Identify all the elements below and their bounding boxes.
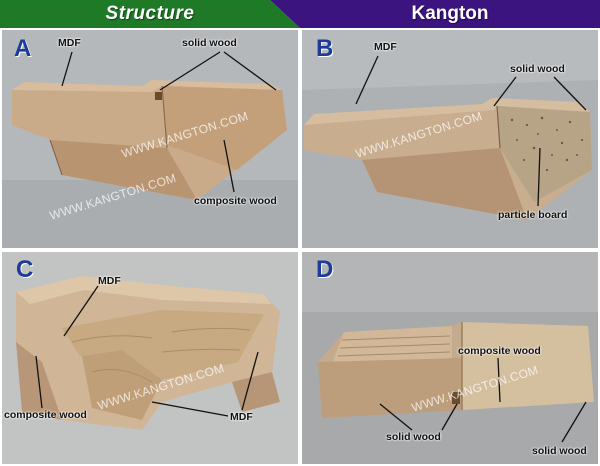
panel-b-leader-lines [355,55,587,207]
panel-c-composite-wood-label: composite wood [4,409,87,421]
panel-b-photo [302,30,598,248]
panel-a-leader-lines [61,51,277,193]
panel-b-mdf-label: MDF [374,41,397,53]
panel-d-solid-wood-right-label: solid wood [532,445,587,457]
panel-a-letter: A [14,35,32,62]
panel-d-leader-lines [379,357,587,443]
kangton-title: Kangton [411,3,489,24]
panel-d: D composite wood solid wood solid wood W… [302,252,598,464]
panel-b-solid-wood-label: solid wood [510,63,565,75]
panel-b-letter: B [316,35,334,62]
panel-c-leader-lines [35,285,259,417]
panel-d-solid-wood-left-label: solid wood [386,431,441,443]
panel-c-photo [2,252,298,464]
panel-c: C MDF composite wood MDF WWW.KANGTON.COM [2,252,298,464]
panel-d-letter: D [316,256,334,283]
panel-d-photo [302,252,598,464]
panel-c-mdf-top-label: MDF [98,275,121,287]
panel-a-mdf-label: MDF [58,37,81,49]
panel-a: A MDF solid wood composite wood WWW.KANG… [2,30,298,248]
panel-c-mdf-bottom-label: MDF [230,411,253,423]
panel-a-photo [2,30,298,248]
structure-title: Structure [105,3,195,24]
panel-c-letter: C [16,256,34,283]
panel-b-particle-board-label: particle board [498,209,568,221]
header-band: Structure Kangton [0,0,600,28]
panel-a-solid-wood-label: solid wood [182,37,237,49]
panel-a-composite-wood-label: composite wood [194,195,277,207]
panel-d-composite-wood-label: composite wood [458,345,541,357]
header-background [0,0,600,28]
panel-b: B MDF solid wood particle board WWW.KANG… [302,30,598,248]
